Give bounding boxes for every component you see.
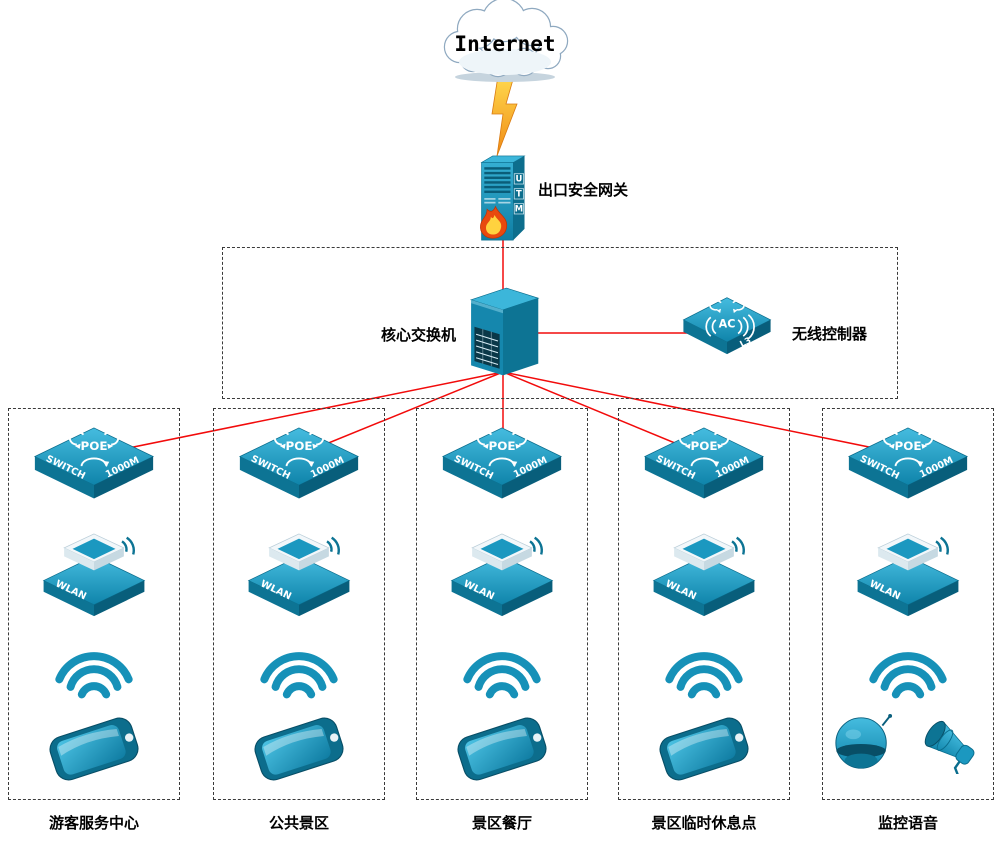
wireless-ap-icon [446,528,558,622]
lightning-bolt-icon [491,75,518,157]
poe-switch-icon [32,424,156,512]
smartphone-icon [446,712,558,786]
camera-icon [832,712,894,774]
zone-label-tourist-center: 游客服务中心 [48,814,139,832]
wifi-signal-icon [864,640,952,700]
red-links [93,240,909,456]
smartphone-icon [243,712,355,786]
wifi-signal-icon [255,640,343,700]
speaker-icon [922,716,984,774]
smartphone-icon [38,712,150,786]
zone-label-public-area: 公共景区 [268,814,329,832]
ac-controller-label: 无线控制器 [792,325,868,343]
core-switch-icon [461,284,545,382]
core-switch-label: 核心交换机 [380,326,456,344]
gateway-label: 出口安全网关 [538,181,629,199]
utm-gateway-icon [474,152,532,246]
internet-cloud: Internet [420,0,590,84]
wifi-signal-icon [458,640,546,700]
wifi-signal-icon [660,640,748,700]
wireless-ap-icon [38,528,150,622]
zone-label-surveillance: 监控语音 [877,814,938,832]
zone-label-rest-point: 景区临时休息点 [651,814,757,832]
zone-label-restaurant: 景区餐厅 [471,814,532,832]
ac-controller-icon [680,292,774,370]
wireless-ap-icon [648,528,760,622]
wireless-ap-icon [852,528,964,622]
wifi-signal-icon [50,640,138,700]
internet-label: Internet [454,32,555,56]
poe-switch-icon [846,424,970,512]
poe-switch-icon [237,424,361,512]
wireless-ap-icon [243,528,355,622]
poe-switch-icon [642,424,766,512]
smartphone-icon [648,712,760,786]
poe-switch-icon [440,424,564,512]
